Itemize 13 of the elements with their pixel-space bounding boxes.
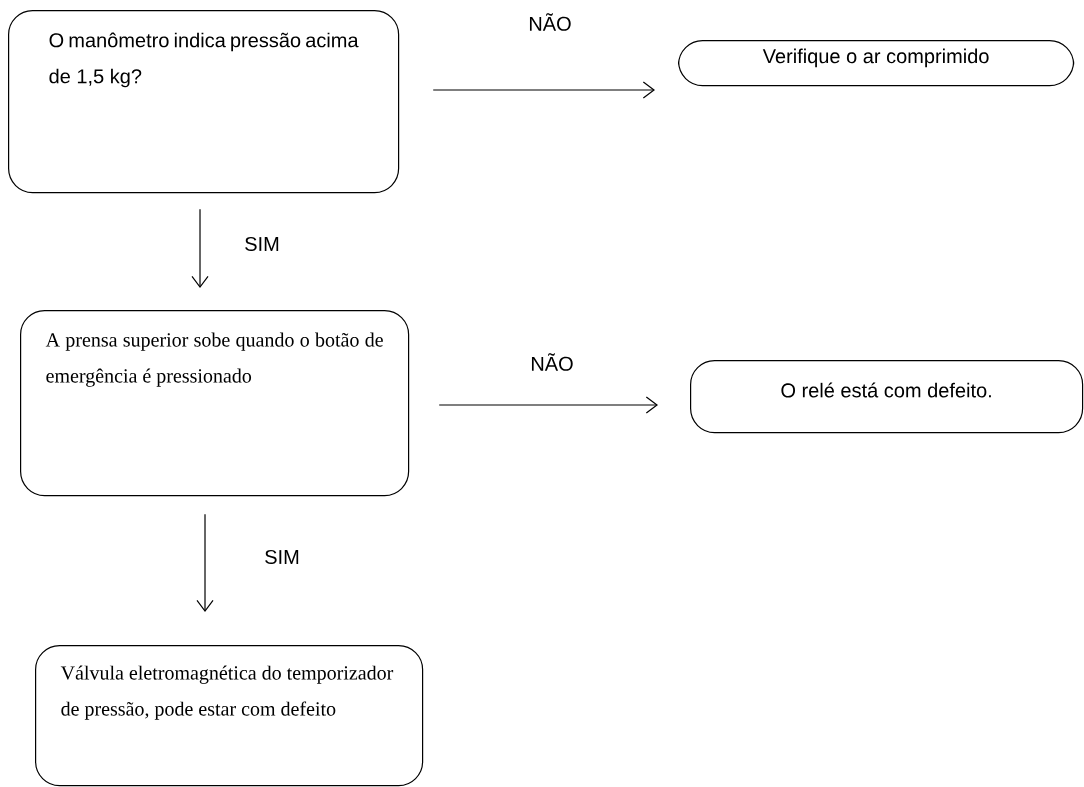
process-box: A prensa superior sobe quando o botão de emergência é pressionado <box>20 310 410 497</box>
process-box: Verifique o ar comprimido <box>678 40 1075 87</box>
arrow <box>438 396 658 414</box>
arrow <box>196 513 214 612</box>
process-box: Válvula eletromagnética do temporizador de pressão, pode estar com defeito <box>35 645 424 787</box>
arrow <box>432 81 655 99</box>
edge-label: NÃO <box>531 353 573 371</box>
edge-label: SIM <box>265 549 299 565</box>
process-box: O relé está com defeito. <box>690 360 1084 434</box>
edge-label: NÃO <box>529 13 571 31</box>
arrow <box>191 208 209 288</box>
edge-label: SIM <box>245 236 279 252</box>
process-box: O manômetro indica pressão acima de 1,5 kg? <box>8 10 400 194</box>
